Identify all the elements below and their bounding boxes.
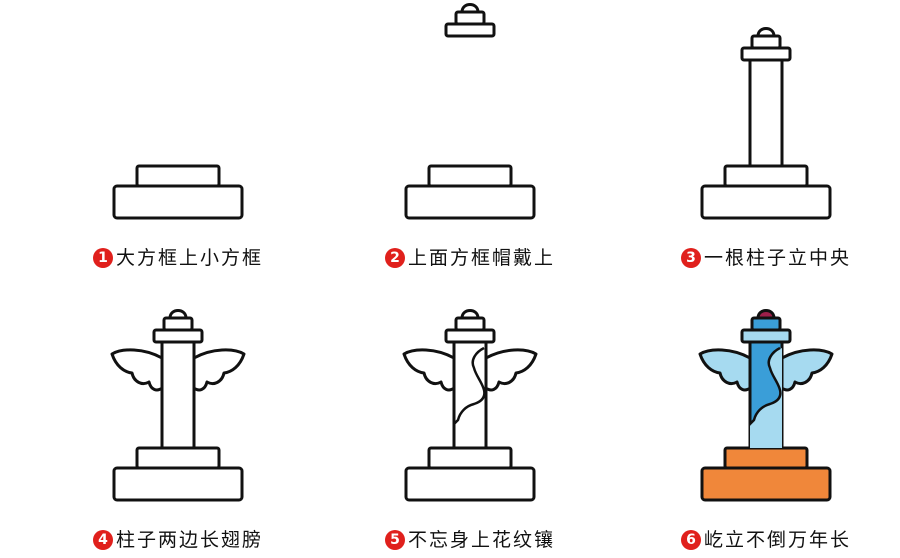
base-small-box xyxy=(723,164,809,188)
top-cap xyxy=(152,309,204,344)
cap-block xyxy=(454,316,486,332)
top-cap xyxy=(444,3,496,38)
base-large-box xyxy=(112,466,244,502)
base-large-box xyxy=(404,466,536,502)
caption-text: 大方框上小方框 xyxy=(115,247,263,269)
cap-slab xyxy=(444,328,496,344)
step-number-badge: 1 xyxy=(92,248,113,268)
cap-block xyxy=(162,316,194,332)
left-wing xyxy=(110,348,164,392)
step-number-badge: 4 xyxy=(92,530,113,550)
cap-slab xyxy=(444,22,496,38)
base-small-box xyxy=(723,446,809,470)
base-small-box xyxy=(427,164,513,188)
cap-knob xyxy=(460,309,480,320)
step-number-badge: 2 xyxy=(384,248,405,268)
right-wing xyxy=(484,348,538,392)
column xyxy=(452,340,488,450)
cap-slab xyxy=(152,328,204,344)
cap-knob xyxy=(460,3,480,14)
cap-block xyxy=(750,316,782,332)
step-number-badge: 3 xyxy=(680,248,701,268)
monument-drawing xyxy=(700,27,832,220)
drawing-step-4 xyxy=(110,309,246,502)
column-pattern-fill xyxy=(773,350,782,382)
cap-knob xyxy=(756,309,776,320)
top-cap xyxy=(740,309,792,344)
monument-drawing xyxy=(402,309,538,502)
column xyxy=(160,340,196,450)
base-small-box xyxy=(135,164,221,188)
drawing-step-3 xyxy=(700,27,832,220)
right-wing xyxy=(192,348,246,392)
monument-drawing xyxy=(404,3,536,220)
monument-drawing xyxy=(698,309,834,502)
cap-knob xyxy=(168,309,188,320)
caption-text: 不忘身上花纹镶 xyxy=(407,529,555,551)
column-pattern-line xyxy=(749,346,782,425)
caption-text: 屹立不倒万年长 xyxy=(703,529,851,551)
column xyxy=(748,58,784,168)
top-cap xyxy=(444,309,496,344)
cap-block xyxy=(454,10,486,26)
caption-text: 柱子两边长翅膀 xyxy=(115,529,263,551)
caption-text: 上面方框帽戴上 xyxy=(407,247,555,269)
base-large-box xyxy=(700,184,832,220)
cap-slab xyxy=(740,46,792,62)
step-number-badge: 6 xyxy=(680,530,701,550)
drawing-step-6 xyxy=(698,309,834,502)
base-large-box xyxy=(700,466,832,502)
base-large-box xyxy=(112,184,244,220)
drawing-step-1 xyxy=(112,164,244,220)
monument-drawing xyxy=(112,164,244,220)
step-number-badge: 5 xyxy=(384,530,405,550)
drawing-step-5 xyxy=(402,309,538,502)
top-cap xyxy=(740,27,792,62)
right-wing xyxy=(780,348,834,392)
left-wing xyxy=(402,348,456,392)
base-small-box xyxy=(427,446,513,470)
monument-drawing xyxy=(110,309,246,502)
cap-knob xyxy=(756,27,776,38)
column-pattern-fill xyxy=(750,348,782,448)
caption-text: 一根柱子立中央 xyxy=(703,247,851,269)
base-large-box xyxy=(404,184,536,220)
left-wing xyxy=(698,348,752,392)
base-small-box xyxy=(135,446,221,470)
cap-block xyxy=(750,34,782,50)
drawing-step-2 xyxy=(404,3,536,220)
column-pattern-line xyxy=(453,346,486,425)
cap-slab xyxy=(740,328,792,344)
